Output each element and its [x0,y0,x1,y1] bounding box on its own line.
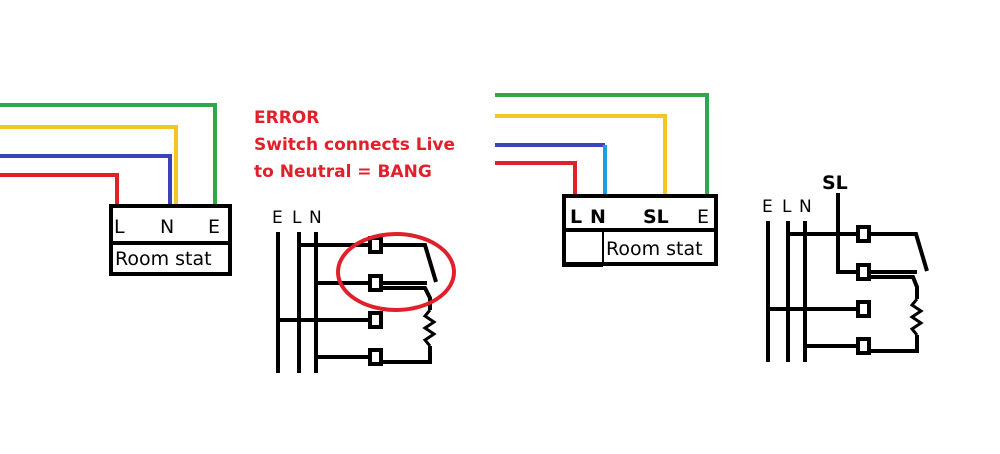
right-heater-return [869,335,919,353]
right-sl-label: SL [822,172,848,194]
left-stat-box [109,204,232,276]
left-terminal-e: E [208,216,220,238]
left-terminal-n: N [160,216,174,238]
right-bus-label-n: N [799,197,812,217]
error-line-3: to Neutral = BANG [254,162,432,182]
left-terminal-block-3 [368,311,383,329]
left-bus-label-n: N [309,208,322,228]
right-heater-coil [909,298,924,336]
right-earth-wire [495,93,709,196]
left-schematic: E L N [272,208,456,373]
right-heater-lead [869,275,919,299]
left-bus-label-e: E [272,208,283,228]
right-bus-label-e: E [762,197,773,217]
left-terminal-block-1 [368,236,383,254]
left-cables [0,103,217,207]
left-neutral-wire [0,154,172,207]
right-bus-label-l: L [782,197,792,217]
right-sl-feed [836,193,858,274]
right-cables [495,93,709,196]
left-yellow-wire [0,125,178,207]
right-terminal-n: N [590,206,606,228]
left-terminal-block-2 [368,274,383,292]
right-schematic: SL E L N [762,172,929,362]
right-terminal-block-3 [856,300,871,318]
error-title: ERROR [254,108,319,128]
right-room-stat: L N SL E Room stat [562,194,718,267]
right-terminal-e: E [697,206,709,228]
right-terminal-block-2 [856,263,871,281]
left-live-wire [0,173,119,207]
error-line-2: Switch connects Live [254,135,455,155]
error-note: ERROR Switch connects Live to Neutral = … [254,108,455,182]
right-terminal-l: L [570,206,582,228]
left-heater-return [381,346,432,364]
right-yellow-wire [495,114,667,196]
left-terminal-l: L [114,216,125,238]
right-switch-contact [869,232,929,272]
left-room-stat: L N E Room stat [109,204,232,276]
left-terminal-block-4 [368,348,383,366]
left-bus-label-l: L [292,208,302,228]
left-earth-wire [0,103,217,207]
left-switch-contact [381,243,438,283]
right-terminal-block-1 [856,225,871,243]
right-live-wire [495,161,577,196]
left-heater-coil [422,309,437,347]
right-terminal-block-4 [856,337,871,355]
left-stat-name: Room stat [115,248,212,270]
error-highlight-ellipse [336,232,456,312]
right-terminal-sl: SL [643,206,669,228]
right-stat-name: Room stat [606,238,703,260]
